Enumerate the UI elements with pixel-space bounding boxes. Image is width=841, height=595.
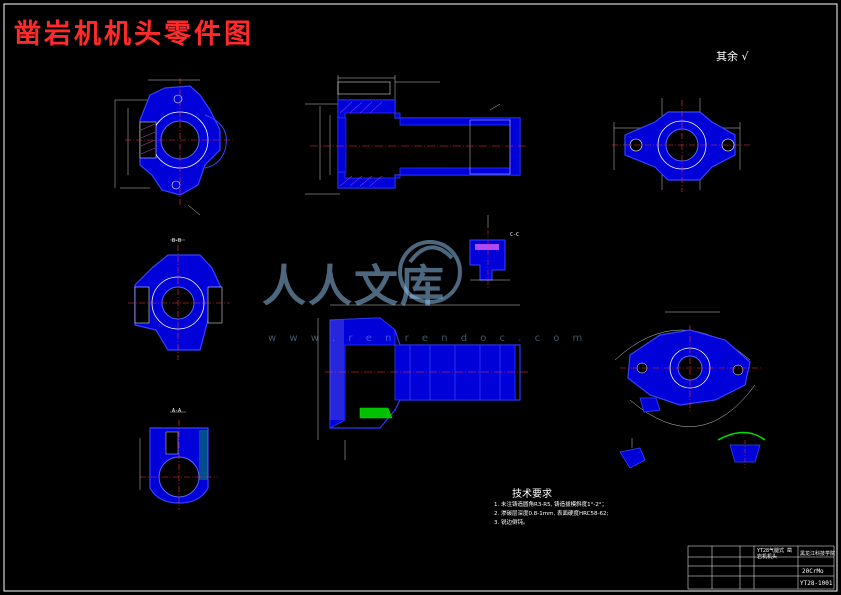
tech-requirement-item: 1. 未注铸造圆角R3-R5, 铸造拔模斜度1°-2°； [494,502,608,508]
drawing-title: 凿岩机机头零件图 [14,19,254,50]
watermark-text: 人人文库 [262,261,446,312]
roughness-check-icon: √ [741,50,749,63]
view-oblique-right [614,311,762,427]
view-section-left-middle [128,239,230,360]
technical-requirements-list: 1. 未注铸造圆角R3-R5, 铸造拔模斜度1°-2°； 2. 渗碳层深度0.8… [494,501,608,528]
small-detail-views [619,431,766,469]
section-label-a: A-A [172,408,182,414]
watermark-logo [398,240,462,304]
view-flange-top-right [612,98,752,192]
view-detail-section [469,230,510,290]
view-flange-end-top-left [114,78,235,216]
title-block-drawing-no: YT28-1001 [800,580,833,587]
tech-requirement-item: 2. 渗碳层深度0.8-1mm, 表面硬度HRC58-62; [494,511,609,517]
tech-requirement-item: 3. 锐边倒钝。 [494,520,529,526]
view-bottom-left [139,411,218,510]
section-label-b: B-B [172,238,182,244]
roughness-note: 其余 √ [716,48,749,64]
section-label-c: C-C [510,232,520,238]
title-block-material: 20CrMo [802,568,824,575]
title-block [687,545,835,590]
watermark-url: w w w . r e n r e n d o c . c o m [268,333,588,344]
view-longitudinal-section [305,75,528,228]
title-block-note: 黑龙江科技学院 [800,551,836,557]
view-main-center [317,304,528,460]
sheet-border [3,3,838,592]
roughness-text: 其余 [716,50,738,63]
title-block-part-name: YT28气腿式 凿岩机机头 [757,548,793,560]
technical-requirements-heading: 技术要求 [512,489,552,500]
